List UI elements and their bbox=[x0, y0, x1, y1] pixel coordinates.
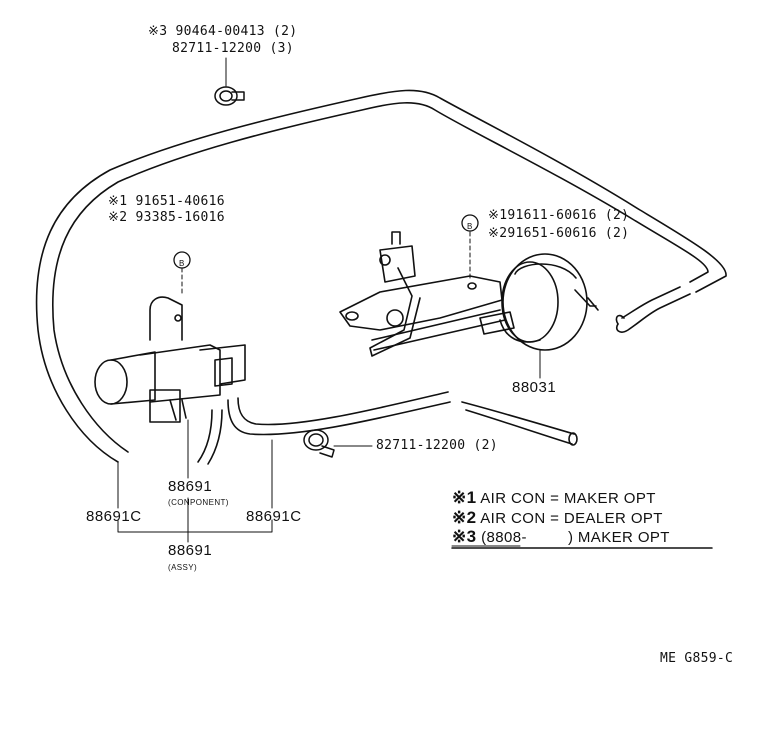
hose-clamp-mid bbox=[303, 429, 335, 458]
marker-b-left bbox=[173, 251, 191, 269]
vsv-callout-2: ※2 93385-16016 bbox=[108, 210, 225, 225]
note-3-mark: ※3 bbox=[452, 527, 477, 546]
vsv-valve bbox=[94, 296, 246, 423]
vsv-assy-number: 88691 bbox=[168, 542, 213, 559]
vacuum-hose-lower bbox=[197, 391, 578, 465]
marker-b-right-label: B bbox=[467, 222, 473, 231]
note-3: ※3 (8808- ) MAKER OPT bbox=[452, 527, 670, 547]
leader-lines bbox=[117, 57, 541, 543]
drawing-code: ME G859-C bbox=[660, 651, 734, 666]
vsv-component-number: 88691 bbox=[168, 478, 213, 495]
hose-right-part-number: 88691C bbox=[246, 508, 302, 525]
vsv-callout-1: ※1 91651-40616 bbox=[108, 194, 225, 209]
clamp-mid-callout: 82711-12200 (2) bbox=[376, 438, 498, 453]
vsv-component-label: (CONPONENT) bbox=[168, 498, 229, 507]
marker-b-left-label: B bbox=[179, 259, 185, 268]
vacuum-actuator bbox=[499, 253, 599, 351]
clamp-top-callout-1: ※3 90464-00413 (2) bbox=[148, 24, 298, 39]
vsv-assy-label: (ASSY) bbox=[168, 563, 198, 572]
hose-left-part-number: 88691C bbox=[86, 508, 142, 525]
actuator-part-number: 88031 bbox=[512, 379, 557, 396]
note-2-mark: ※2 bbox=[452, 508, 477, 527]
marker-b-right bbox=[461, 214, 479, 232]
hose-clamp-top bbox=[214, 86, 245, 106]
note-1: ※1 AIR CON = MAKER OPT bbox=[452, 488, 656, 508]
note-1-text: AIR CON = MAKER OPT bbox=[480, 490, 656, 507]
note-2-text: AIR CON = DEALER OPT bbox=[480, 510, 663, 527]
note-3-text: (8808- ) MAKER OPT bbox=[481, 529, 670, 546]
clamp-top-callout-2: 82711-12200 (3) bbox=[172, 41, 294, 56]
bracket-callout-2: ※291651-60616 (2) bbox=[488, 226, 630, 241]
note-2: ※2 AIR CON = DEALER OPT bbox=[452, 508, 663, 528]
vacuum-hose-loop bbox=[35, 89, 727, 463]
note-1-mark: ※1 bbox=[452, 488, 477, 507]
actuator-bracket bbox=[339, 231, 515, 357]
bracket-callout-1: ※191611-60616 (2) bbox=[488, 208, 630, 223]
